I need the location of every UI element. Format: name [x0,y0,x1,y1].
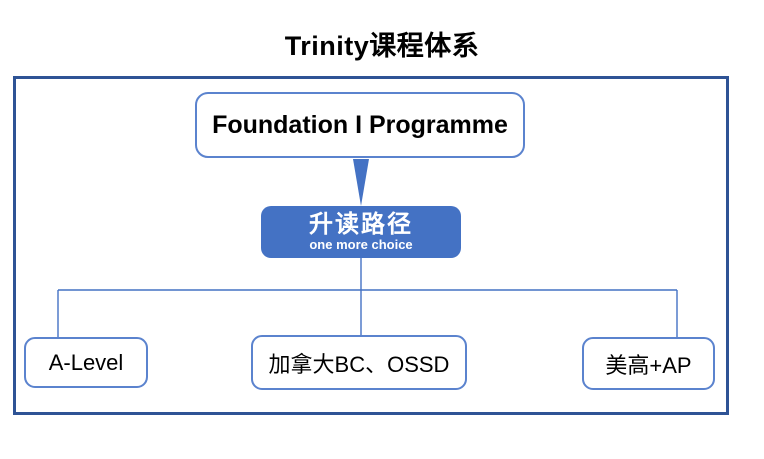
diagram-frame [13,76,729,415]
hub-node-label: 升读路径 [309,211,413,239]
leaf-node-a-level-label: A-Level [48,349,124,375]
root-node-foundation: Foundation I Programme [195,92,525,158]
hub-node-pathway: 升读路径 one more choice [261,206,461,258]
leaf-node-bc-ossd: 加拿大BC、OSSD [251,335,467,390]
leaf-node-bc-ossd-label: 加拿大BC、OSSD [268,351,450,377]
root-node-label: Foundation I Programme [212,110,508,139]
leaf-node-us-ap: 美高+AP [582,337,715,390]
leaf-node-us-ap-label: 美高+AP [605,352,692,378]
hub-node-sublabel: one more choice [309,237,413,253]
leaf-node-a-level: A-Level [24,337,148,388]
page-title: Trinity课程体系 [284,31,480,61]
